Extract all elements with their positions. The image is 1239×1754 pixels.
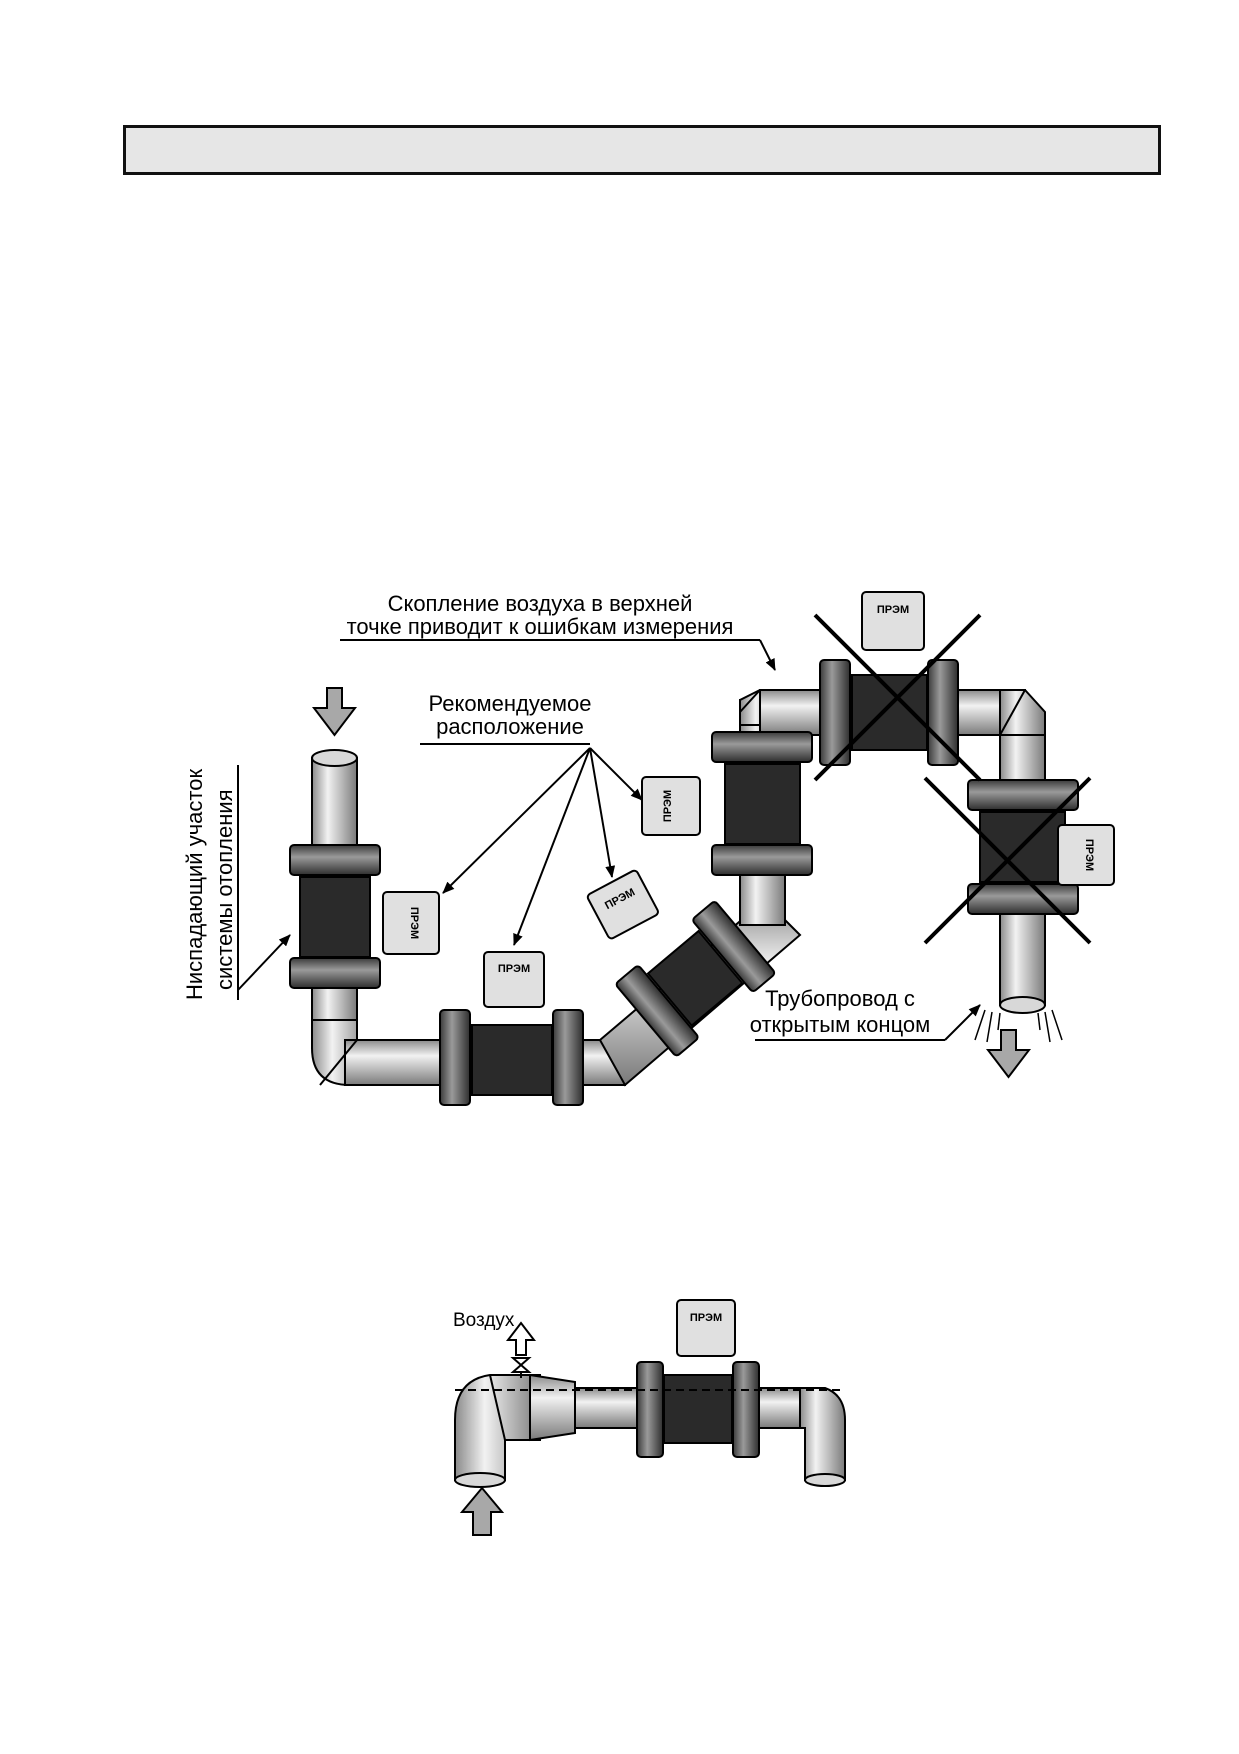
cross-mark-icon [923, 776, 1092, 945]
pipe-outlet-elbow [799, 1387, 846, 1481]
flowmeter-left-box [382, 891, 440, 955]
air-arrow-icon [505, 1321, 537, 1356]
pipe-wide-section [529, 1373, 576, 1442]
label-recommended-2: расположение [436, 714, 584, 739]
pipe-right-open-end [999, 996, 1046, 1014]
flowmeter-right-label: ПРЭМ [1083, 839, 1095, 871]
label-open-end-1: Трубопровод с [765, 986, 915, 1011]
flowmeter-diagonal-box-group: ПРЭМ [586, 869, 659, 940]
label-air-accumulation-2: точке приводит к ошибкам измерения [347, 614, 734, 639]
cross-mark-icon [813, 613, 982, 782]
diagram-pipeline-layout: ПРЭМ ПРЭМ ПРЭМ ПРЭМ [182, 591, 1115, 1106]
flowmeter-right-box [1057, 824, 1115, 886]
flowmeter-top-label: ПРЭМ [877, 604, 909, 616]
label-air: Воздух [453, 1310, 515, 1331]
flowmeter-bottom-horizontal: ПРЭМ [439, 951, 584, 1106]
water-spray-lines [974, 1009, 1063, 1043]
pipe-outlet-opening [804, 1473, 846, 1487]
flow-arrow-icon [311, 687, 358, 737]
flowmeter-left-label: ПРЭМ [408, 907, 420, 939]
flowmeter-left-vertical: ПРЭМ [289, 844, 440, 989]
flow-arrow-icon [459, 1486, 505, 1536]
label-recommended-1: Рекомендуемое [429, 691, 592, 716]
label-air-accumulation-1: Скопление воздуха в верхней [388, 591, 693, 616]
flowmeter-middle-vertical: ПРЭМ [641, 731, 813, 876]
flow-arrow-icon [985, 1029, 1032, 1079]
flowmeter-middle-label: ПРЭМ [662, 790, 674, 822]
valve-icon [510, 1357, 532, 1373]
flowmeter-middle-box [641, 776, 701, 836]
flowmeter-top-box [861, 591, 925, 651]
label-descending-2: системы отопления [212, 789, 237, 990]
pipe-left-top-opening [311, 749, 358, 767]
flowmeter-air-label: ПРЭМ [690, 1312, 722, 1324]
header-bar [123, 125, 1161, 175]
label-descending-1: Ниспадающий участок [182, 769, 207, 1000]
pipe-inlet-opening [454, 1472, 506, 1488]
flowmeter-air-box [676, 1299, 736, 1357]
flowmeter-bottom-box [483, 951, 545, 1008]
flowmeter-diagonal-box [586, 869, 659, 940]
diagram-air-release: ПРЭМ Воздух [453, 1299, 846, 1536]
label-open-end-2: открытым концом [750, 1012, 931, 1037]
flowmeter-diagonal [615, 901, 776, 1057]
flowmeter-bottom-label: ПРЭМ [498, 963, 530, 975]
